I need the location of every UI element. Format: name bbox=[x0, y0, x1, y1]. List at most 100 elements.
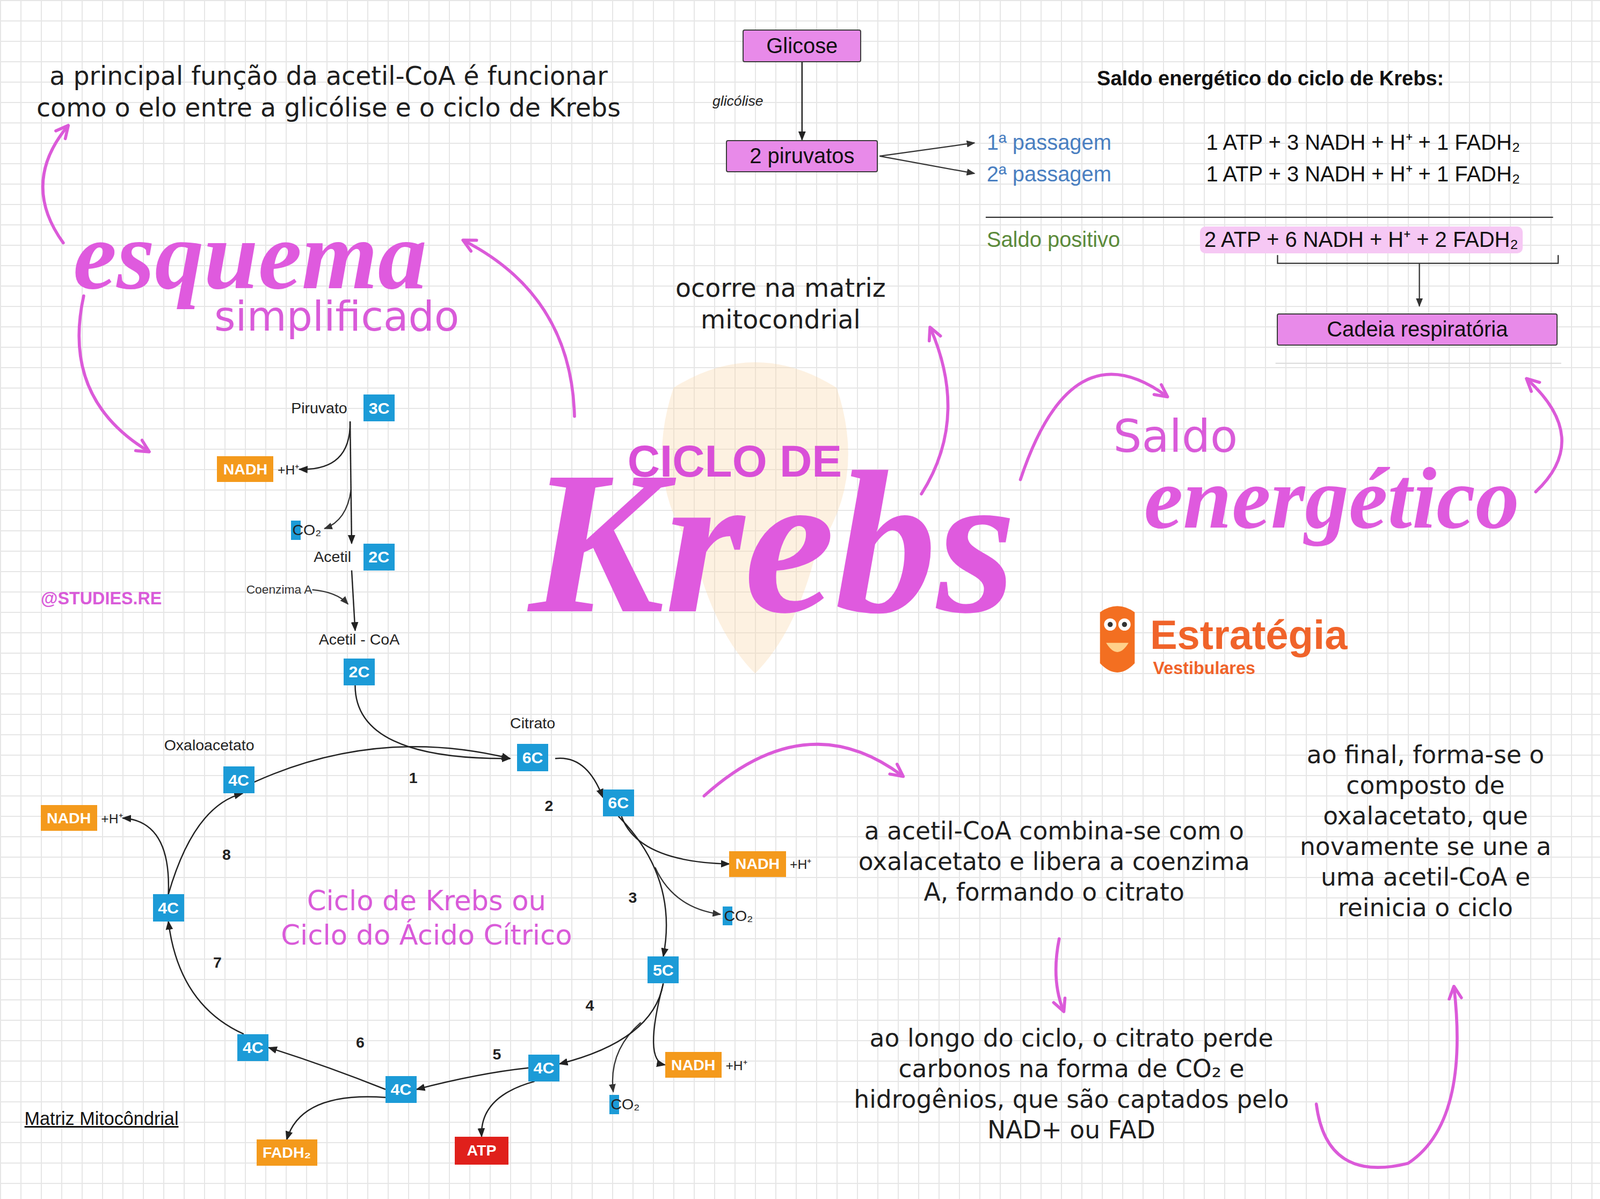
table-lines bbox=[879, 142, 1562, 364]
node-text: 4C bbox=[390, 1080, 412, 1100]
main-title: Krebs bbox=[528, 440, 1017, 645]
node-text: 4C bbox=[157, 898, 179, 918]
step-number: 2 bbox=[544, 796, 554, 817]
cycle-title: Ciclo de Krebs ou Ciclo do Ácido Cítrico bbox=[273, 883, 580, 953]
carbon-count: 2C bbox=[363, 543, 395, 571]
co2-branch bbox=[324, 490, 351, 529]
passage-arrow bbox=[879, 156, 975, 174]
pink-arrow bbox=[1056, 939, 1064, 1011]
node-text: +H⁺ bbox=[277, 460, 300, 479]
molecule-node: Citrato 6C bbox=[510, 714, 556, 772]
brand-subtitle: Vestibulares bbox=[1153, 657, 1256, 680]
step-number: 3 bbox=[628, 888, 637, 908]
node-text: +H⁺ bbox=[100, 809, 123, 828]
pink-arrow bbox=[464, 241, 575, 417]
passage-arrow bbox=[879, 142, 975, 157]
reaction-arrow bbox=[559, 983, 664, 1065]
pink-arrow bbox=[1316, 987, 1458, 1168]
reaction-arrow bbox=[168, 793, 243, 895]
table-title: Saldo energético do ciclo de Krebs: bbox=[1096, 66, 1444, 92]
molecule-node: NADH+H⁺ bbox=[216, 456, 300, 483]
table-cell: 1 ATP + 3 NADH + H⁺ + 1 FADH₂ bbox=[1205, 129, 1520, 157]
node-text: Acetil bbox=[313, 548, 352, 566]
product-label: CO₂ bbox=[609, 1095, 640, 1115]
note-text: a principal função da acetil-CoA é funci… bbox=[32, 60, 625, 125]
reaction-arrow bbox=[621, 816, 730, 865]
pink-arrow bbox=[78, 295, 148, 452]
step-number: 1 bbox=[409, 768, 418, 789]
bracket bbox=[1277, 255, 1559, 264]
reaction-arrow bbox=[351, 570, 355, 631]
watermark-handle: @STUDIES.RE bbox=[40, 587, 162, 610]
node-text: ATP bbox=[467, 1142, 497, 1160]
carrier-box: NADH bbox=[729, 851, 786, 878]
reaction-arrow bbox=[254, 746, 511, 783]
brand-name: Estratégia bbox=[1150, 609, 1348, 661]
note-text: ao longo do ciclo, o citrato perde carbo… bbox=[826, 1023, 1316, 1146]
reaction-arrow bbox=[299, 421, 351, 470]
table-row-label: Saldo positivo bbox=[986, 226, 1120, 254]
molecule-box: 5C bbox=[647, 956, 679, 984]
owl-eye bbox=[1103, 618, 1117, 631]
section-title: energético bbox=[1144, 454, 1520, 542]
node-text: Oxaloacetato bbox=[164, 736, 255, 755]
molecule-node: NADH+H⁺ bbox=[729, 851, 812, 878]
step-number: 5 bbox=[492, 1045, 502, 1065]
node-text: 6C bbox=[607, 793, 629, 813]
carbon-count: 3C bbox=[363, 394, 395, 422]
node-text: 4C bbox=[533, 1058, 555, 1078]
owl-eye bbox=[1118, 618, 1131, 631]
reagent-label: Coenzima A bbox=[246, 582, 313, 598]
reaction-arrow bbox=[555, 758, 603, 798]
reaction-arrow bbox=[416, 1068, 529, 1090]
script-title: esquema bbox=[73, 206, 427, 304]
reaction-arrow bbox=[481, 1081, 535, 1138]
pink-arrow bbox=[1527, 379, 1562, 492]
node-text: Acetil - CoA bbox=[318, 630, 400, 649]
node-text: FADH₂ bbox=[262, 1144, 311, 1162]
node-text: Piruvato bbox=[291, 399, 348, 418]
step-number: 4 bbox=[585, 996, 595, 1016]
molecule-box: ATP bbox=[454, 1137, 509, 1166]
node-text: Cadeia respiratória bbox=[1326, 317, 1508, 342]
owl-pupil bbox=[1107, 622, 1114, 628]
node-text: 2 piruvatos bbox=[749, 143, 855, 169]
node-text: Citrato bbox=[510, 714, 556, 733]
reaction-arrow bbox=[268, 1048, 386, 1090]
step-number: 8 bbox=[222, 845, 231, 865]
molecule-box: 4C bbox=[385, 1076, 417, 1104]
edge-label: glicólise bbox=[712, 92, 764, 111]
process-box: Glicose bbox=[742, 29, 862, 62]
carrier-box: NADH bbox=[665, 1052, 722, 1079]
reaction-arrow bbox=[168, 921, 244, 1035]
note-text: a acetil-CoA combina-se com o oxalacetat… bbox=[855, 816, 1254, 908]
table-row-label: 1ª passagem bbox=[986, 129, 1112, 157]
node-text: +H⁺ bbox=[789, 855, 812, 874]
pink-arrows bbox=[42, 126, 1562, 1168]
reaction-arrow bbox=[618, 816, 667, 958]
reaction-arrow bbox=[653, 983, 666, 1066]
owl-belly bbox=[1106, 643, 1129, 653]
node-text: 5C bbox=[652, 961, 674, 980]
node-text: Glicose bbox=[766, 33, 838, 58]
molecule-node: NADH+H⁺ bbox=[665, 1052, 748, 1079]
rule-line bbox=[1275, 362, 1562, 365]
carbon-count: 6C bbox=[517, 744, 549, 772]
step-number: 7 bbox=[213, 953, 222, 973]
process-box: Cadeia respiratória bbox=[1276, 313, 1558, 346]
pink-arrow bbox=[42, 126, 68, 244]
pink-arrow bbox=[703, 744, 903, 797]
carbon-count: 4C bbox=[223, 766, 255, 794]
carbon-count: 2C bbox=[343, 658, 375, 686]
region-label: Matriz Mitocôndrial bbox=[24, 1107, 179, 1131]
node-text: 4C bbox=[242, 1038, 264, 1058]
molecule-node: Acetil 2C bbox=[313, 543, 395, 571]
owl-pupil bbox=[1122, 622, 1128, 628]
note-text: ocorre na matriz mitocondrial bbox=[612, 272, 949, 337]
molecule-node: Acetil - CoA 2C bbox=[318, 630, 400, 686]
note-text: ao final, forma-se o composto de oxalace… bbox=[1285, 739, 1567, 924]
molecule-box: FADH₂ bbox=[256, 1139, 318, 1166]
molecule-box: 4C bbox=[153, 894, 185, 922]
subtitle: simplificado bbox=[214, 291, 460, 343]
